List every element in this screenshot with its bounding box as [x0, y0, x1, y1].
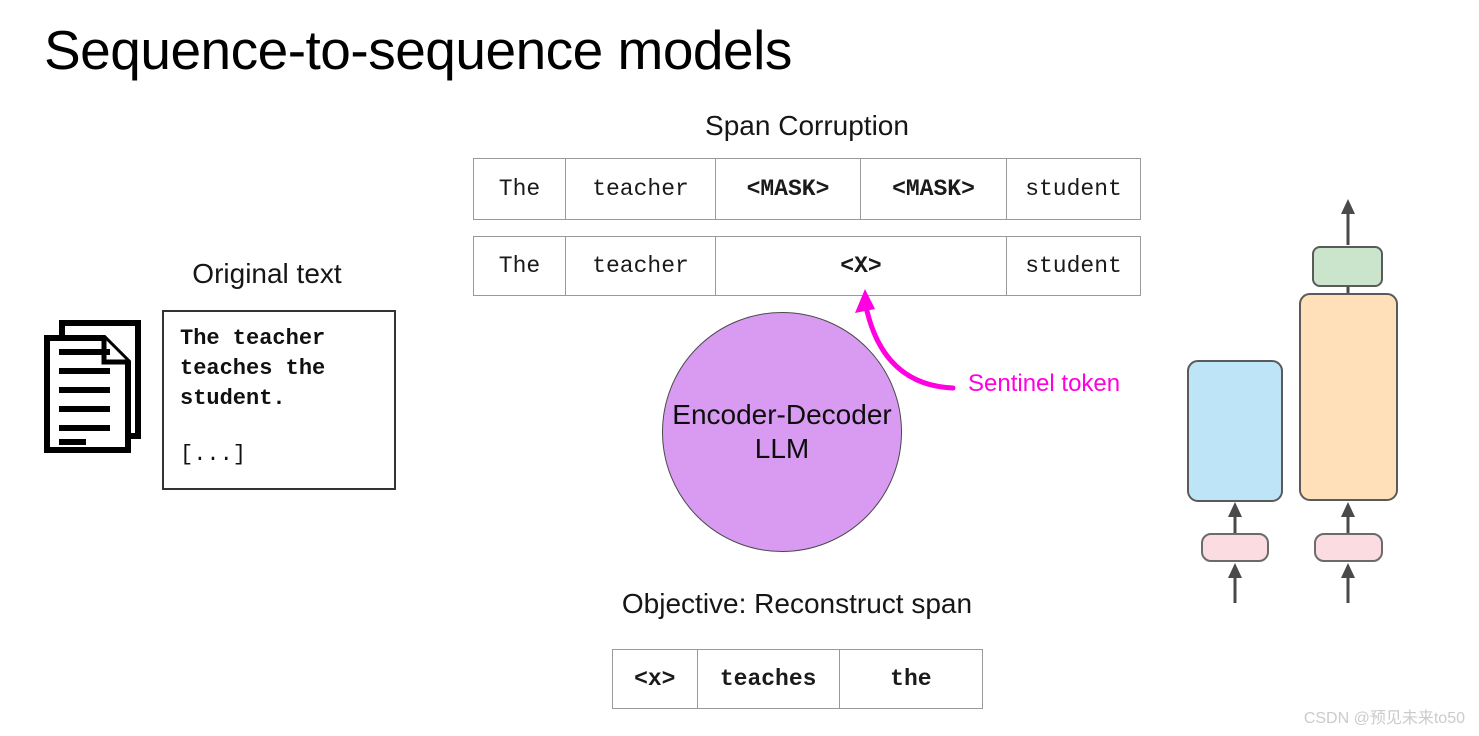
token-cell: the: [890, 666, 932, 692]
arrowhead-icon: [1228, 502, 1242, 517]
llm-circle-line1: Encoder-Decoder: [672, 399, 892, 430]
original-text-body: The teacher teaches the student.: [180, 326, 326, 411]
decoder-block: [1299, 293, 1398, 501]
sentinel-token-row: The teacher <X> student: [473, 236, 1141, 296]
token-cell: teacher: [566, 159, 716, 219]
arrowhead-icon: [1341, 502, 1355, 517]
documents-icon: [44, 320, 141, 453]
objective-heading: Objective: Reconstruct span: [621, 588, 973, 619]
token-cell: student: [1025, 176, 1122, 202]
embedding-block: [1201, 533, 1269, 562]
token-cell: student: [1025, 253, 1122, 279]
watermark: CSDN @预见未来to50: [1303, 710, 1465, 727]
embedding-block: [1314, 533, 1383, 562]
sentinel-x-cell: <x>: [613, 650, 698, 708]
token-cell: The: [474, 159, 566, 219]
mask-token-cell: <MASK>: [716, 159, 861, 219]
token-cell: teaches: [698, 650, 840, 708]
sentinel-x-cell: <X>: [716, 237, 1007, 295]
sentinel-curved-arrow-icon: [855, 289, 956, 391]
arrowhead-icon: [1228, 563, 1242, 578]
original-text-heading: Original text: [192, 258, 342, 289]
token-cell: The: [474, 237, 566, 295]
slide-title: Sequence-to-sequence models: [44, 19, 792, 81]
span-corruption-heading: Span Corruption: [705, 110, 909, 141]
token-cell: teacher: [566, 237, 716, 295]
encoder-block: [1187, 360, 1283, 502]
arrowhead-icon: [1341, 563, 1355, 578]
encoder-decoder-architecture-diagram: [1187, 199, 1398, 603]
mask-token-cell: <MASK>: [861, 159, 1007, 219]
encoder-decoder-llm-circle: Encoder-Decoder LLM: [662, 312, 902, 552]
sentinel-token-label: Sentinel token: [968, 370, 1121, 397]
objective-token-row: <x> teaches the: [612, 649, 983, 709]
original-text-ellipsis: [...]: [180, 442, 247, 467]
arrowhead-icon: [1341, 199, 1355, 214]
output-block: [1312, 246, 1383, 287]
original-text-box: The teacher teaches the student. [...]: [162, 310, 396, 490]
llm-circle-line2: LLM: [754, 433, 810, 464]
masked-token-row: The teacher <MASK> <MASK> student: [473, 158, 1141, 220]
